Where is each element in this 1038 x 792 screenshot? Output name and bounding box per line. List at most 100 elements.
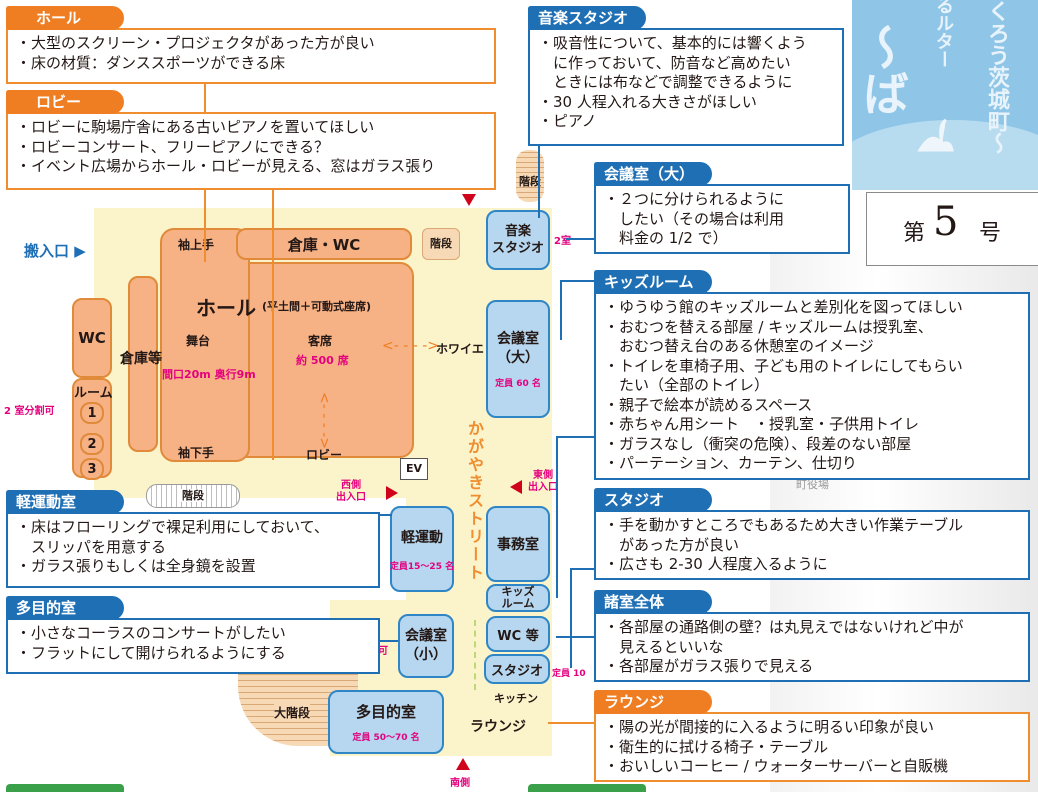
wc-etc-room: WC 等 xyxy=(486,616,550,652)
storage-wc-label: 倉庫・WC xyxy=(287,235,361,254)
studio-capacity: 定員 10 xyxy=(552,669,586,679)
big-stairs-label: 大階段 xyxy=(274,704,311,721)
multipurpose-item-2: ・フラットにして開けられるようにする xyxy=(16,643,286,662)
east-exit-label: 東側 出入口 xyxy=(528,470,558,493)
lounge-tag: ラウンジ xyxy=(594,690,712,714)
meeting-connector xyxy=(566,238,596,240)
hall-note: (平土間＋可動式座席) xyxy=(262,300,372,313)
two-room-divisible: 2 室分割可 xyxy=(4,406,55,417)
kids-item-7: ・赤ちゃん用シート ・授乳室・子供用トイレ xyxy=(604,415,920,433)
multipurpose-item-1: ・小さなコーラスのコンサートがしたい xyxy=(16,624,286,642)
music-item-2: に作っておいて、防音など高めたい xyxy=(538,53,791,72)
seats-count: 約 500 席 xyxy=(296,354,349,367)
music-studio-room: 音楽 スタジオ xyxy=(486,210,550,270)
foyer-arrow-icon: <- - - -> xyxy=(382,338,440,354)
kids-item-4: ・トイレを車椅子用、子ども用のトイレにしてもらい xyxy=(604,356,963,375)
kids-room-connector-v xyxy=(556,436,558,598)
studio-item-1: ・手を動かすところでもあるため大きい作業テーブル xyxy=(604,516,964,534)
light-exercise-connector xyxy=(380,514,392,516)
lobby-item-1: ・ロビーに駒場庁舎にある古いピアノを置いてほしい xyxy=(16,118,375,136)
lounge-item-2: ・衛生的に拭ける椅子・テーブル xyxy=(604,737,829,756)
kids-note-box: ・ゆうゆう館のキッズルームと差別化を図ってほしい ・おむつを替える部屋 / キッ… xyxy=(594,292,1030,480)
light-exercise-tag-label: 軽運動室 xyxy=(16,493,77,511)
kids-connector-h xyxy=(560,280,596,282)
multipurpose-room: 多目的室 定員 50～70 名 xyxy=(328,690,444,754)
multipurpose-tag-label: 多目的室 xyxy=(16,599,77,617)
studio-room: スタジオ xyxy=(484,654,550,684)
lounge-label: ラウンジ xyxy=(470,719,526,735)
south-exit-label: 南側 xyxy=(450,778,470,789)
stage-upper-label: 袖上手 xyxy=(178,238,215,252)
room-1-number: 1 xyxy=(87,405,97,421)
all-rooms-item-1: ・各部屋の通路側の壁？は丸見えではないけれど中が xyxy=(604,618,964,636)
lounge-item-3: ・おいしいコーヒー / ウォーターサーバーと自販機 xyxy=(604,757,949,775)
lobby-item-3: ・イベント広場からホール・ロビーが見える、窓はガラス張り xyxy=(16,157,436,175)
town-hall-label: 町役場 xyxy=(796,478,829,491)
west-exit-label: 西側 出入口 xyxy=(336,480,366,503)
studio-connector-v xyxy=(570,568,572,668)
cover-subtitle: くろう茨城町〜 xyxy=(984,0,1009,154)
all-rooms-connector xyxy=(556,636,596,638)
lounge-note-box: ・陽の光が間接的に入るように明るい印象が良い ・衛生的に拭ける椅子・テーブル ・… xyxy=(594,712,1030,782)
stage-area xyxy=(160,228,250,462)
elevator: EV xyxy=(400,458,428,480)
wc-etc-label: WC 等 xyxy=(497,628,539,644)
light-exercise-item-1: ・床はフローリングで裸足利用にしておいて、 xyxy=(16,518,329,536)
lounge-item-1: ・陽の光が間接的に入るように明るい印象が良い xyxy=(604,718,935,736)
music-tag: 音楽スタジオ xyxy=(528,6,646,30)
foyer-label: ホワイエ xyxy=(436,342,484,356)
lobby-label: ロビー xyxy=(306,448,343,462)
kids-room-connector-h xyxy=(556,436,596,438)
kids-item-5: たい（全部のトイレ） xyxy=(604,376,770,394)
street-dashes xyxy=(474,620,478,690)
light-exercise-item-3: ・ガラス張りもしくは全身鏡を設置 xyxy=(16,557,256,575)
seats-label: 客席 xyxy=(308,334,333,348)
stage-size: 間口20m 奥行9m xyxy=(162,368,256,381)
room-label: ルーム xyxy=(74,386,113,401)
lobby-note-box: ・ロビーに駒場庁舎にある古いピアノを置いてほしい ・ロビーコンサート、フリーピア… xyxy=(6,112,496,190)
lobby-connector xyxy=(272,190,274,460)
multipurpose-capacity: 定員 50～70 名 xyxy=(352,733,420,743)
studio-connector-h xyxy=(570,568,596,570)
kids-item-8: ・ガラスなし（衝突の危険）、段差のない部屋 xyxy=(604,434,912,453)
wc-label: WC xyxy=(78,329,106,347)
studio-note-box: ・手を動かすところでもあるため大きい作業テーブル があった方が良い ・広さも 2… xyxy=(594,510,1030,580)
music-note-box: ・吸音性について、基本的には響くよう に作っておいて、防音など高めたい ときには… xyxy=(528,28,844,146)
meeting-small-label: 会議室 （小） xyxy=(405,628,447,663)
stairs-west: 階段 xyxy=(146,484,240,508)
issue-number: 5 xyxy=(933,199,959,245)
all-rooms-note-box: ・各部屋の通路側の壁？は丸見えではないけれど中が 見えるといいな ・各部屋がガラ… xyxy=(594,612,1030,682)
music-item-3: ときには布などで調整できるように xyxy=(538,73,793,91)
cover-top-text: るルター xyxy=(933,0,954,68)
meeting-large-label: 会議室 （大） xyxy=(497,330,539,366)
storage-wc-room: 倉庫・WC xyxy=(236,228,412,260)
multipurpose-label: 多目的室 xyxy=(355,703,416,721)
kids-tag-label: キッズルーム xyxy=(604,273,694,291)
can-label: 可 xyxy=(378,646,388,657)
kids-room: キッズ ルーム xyxy=(486,584,550,612)
light-exercise-tag: 軽運動室 xyxy=(6,490,124,514)
issue-prefix: 第 xyxy=(903,221,926,246)
meeting-large-capacity: 定員 60 名 xyxy=(495,378,541,389)
issue-suffix: 号 xyxy=(979,221,1002,246)
kids-room-label: キッズ ルーム xyxy=(501,585,535,610)
lobby-arrow-icon: <- - - -> xyxy=(316,392,332,450)
meeting-item-1: ・２つに分けられるように xyxy=(604,190,785,208)
multipurpose-note-box: ・小さなコーラスのコンサートがしたい ・フラットにして開けられるようにする xyxy=(6,618,380,674)
studio-item-2: があった方が良い xyxy=(604,535,740,554)
hall-item-1: ・大型のスクリーン・プロジェクタがあった方が良い xyxy=(16,34,375,52)
light-exercise-item-2: スリッパを用意する xyxy=(16,537,167,556)
kids-item-6: ・親子で絵本が読めるスペース xyxy=(604,395,813,414)
lobby-item-2: ・ロビーコンサート、フリーピアノにできる？ xyxy=(16,137,330,156)
kids-item-2: ・おむつを替える部屋 / キッズルームは授乳室、 xyxy=(604,317,933,336)
room-2: 2 xyxy=(80,433,104,455)
studio-item-3: ・広さも 2-30 人程度入るように xyxy=(604,555,828,573)
studio-label: スタジオ xyxy=(490,663,543,679)
lounge-tag-label: ラウンジ xyxy=(604,693,665,711)
hall-item-2: ・床の材質：ダンススポーツができる床 xyxy=(16,53,286,72)
light-exercise-room: 軽運動 定員15～25 名 xyxy=(390,506,454,592)
kids-tag: キッズルーム xyxy=(594,270,712,294)
room-3: 3 xyxy=(80,458,104,480)
hall-tag-label: ホール xyxy=(36,9,82,27)
music-connector xyxy=(538,146,540,218)
